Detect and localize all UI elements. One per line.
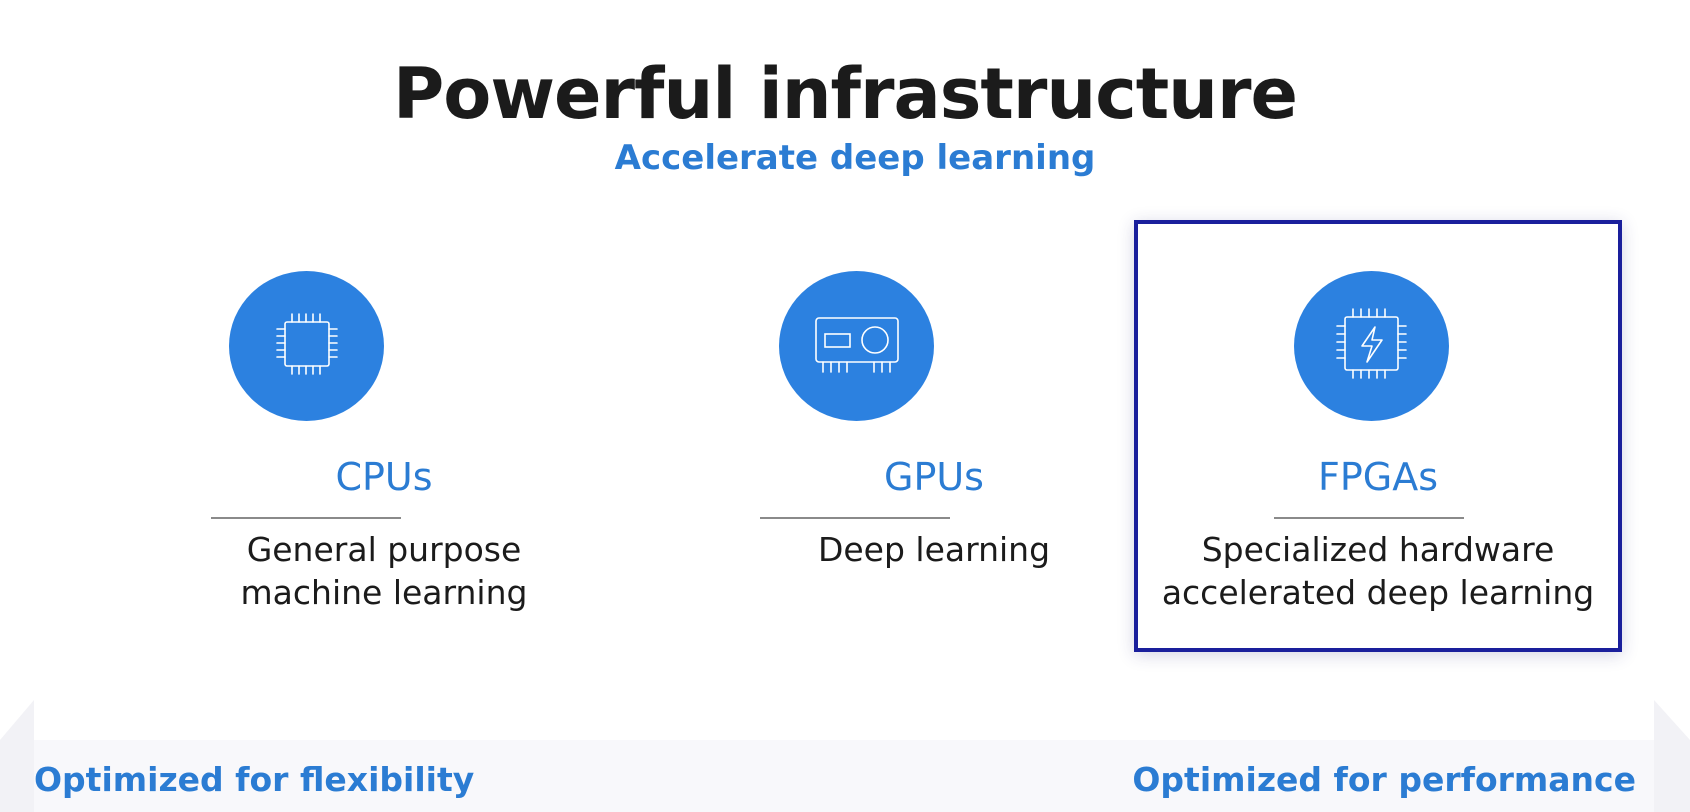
page-title: Powerful infrastructure [392, 53, 1298, 135]
card-cpus[interactable]: CPUs General purpose machine learning [141, 222, 627, 652]
card-description: Deep learning [691, 528, 1177, 571]
divider [1274, 517, 1464, 519]
fpga-chip-lightning-icon [1294, 271, 1449, 421]
page-subtitle: Accelerate deep learning [614, 138, 1096, 178]
card-description-line: General purpose [246, 530, 522, 569]
band-left-fill [0, 740, 34, 812]
card-description-line: accelerated deep learning [1161, 573, 1595, 612]
band-right-fill [1654, 740, 1690, 812]
cpu-chip-icon [229, 271, 384, 421]
label-performance: Optimized for performance [1132, 760, 1636, 799]
card-title: CPUs [335, 455, 433, 499]
card-title: GPUs [884, 455, 984, 499]
card-fpgas[interactable]: FPGAs Specialized hardware accelerated d… [1134, 220, 1622, 652]
card-gpus[interactable]: GPUs Deep learning [691, 222, 1177, 652]
divider [211, 517, 401, 519]
card-description: Specialized hardware accelerated deep le… [1138, 528, 1618, 614]
card-description-line: Deep learning [817, 530, 1051, 569]
card-description-line: Specialized hardware [1201, 530, 1555, 569]
card-description: General purpose machine learning [141, 528, 627, 614]
gpu-card-icon [779, 271, 934, 421]
spectrum-band [34, 740, 1654, 812]
card-description-line: machine learning [240, 573, 528, 612]
band-left-edge [0, 700, 34, 740]
divider [760, 517, 950, 519]
card-title: FPGAs [1317, 455, 1438, 499]
band-right-edge [1654, 700, 1690, 740]
label-flexibility: Optimized for flexibility [34, 760, 475, 799]
